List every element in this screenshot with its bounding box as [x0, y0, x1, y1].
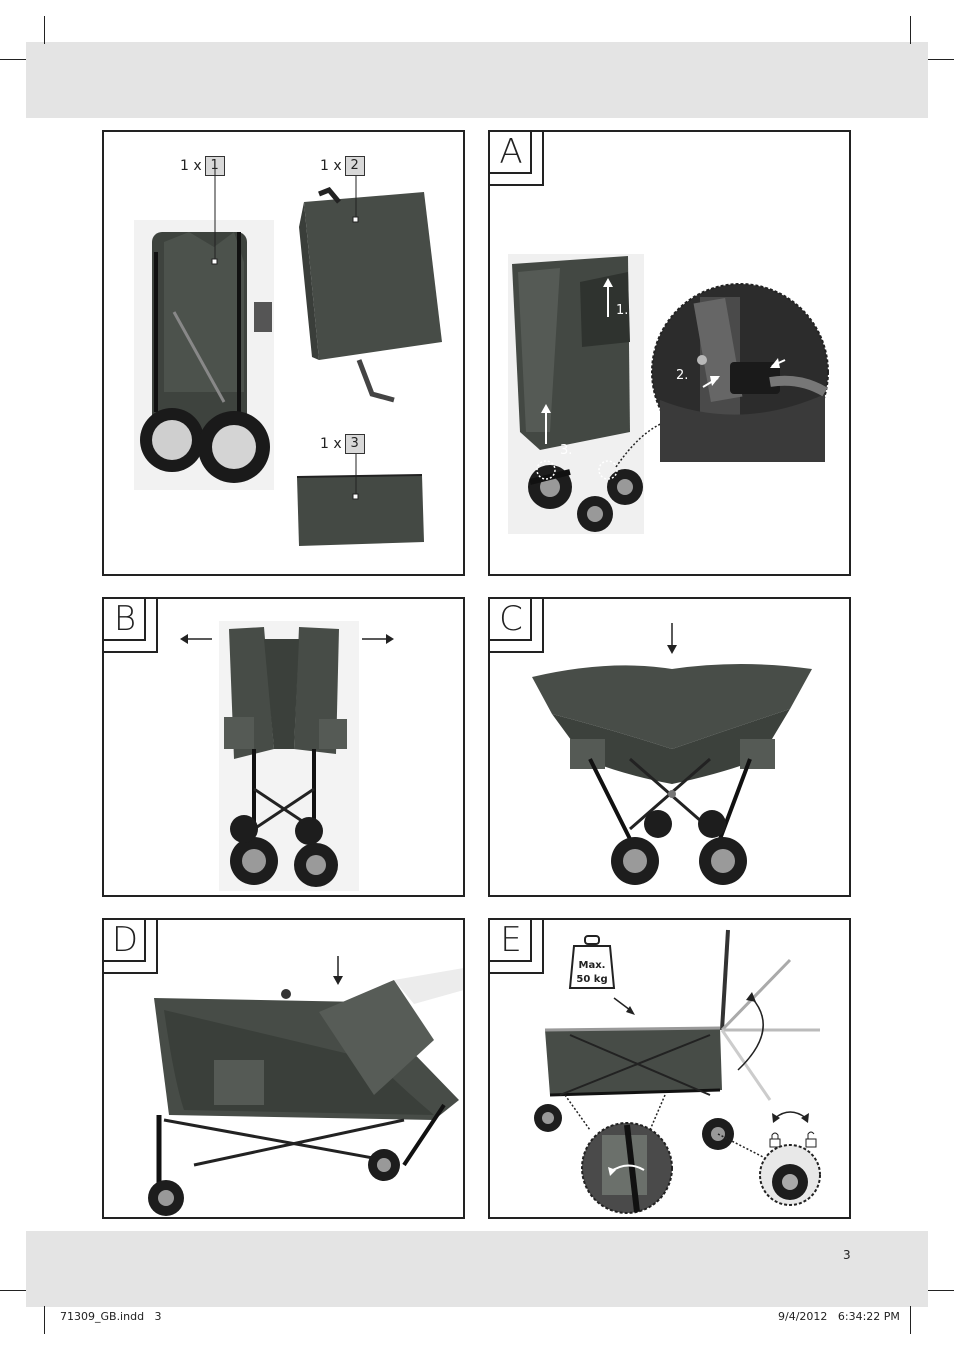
parts-illustration — [134, 162, 442, 546]
storage-bag-image — [299, 176, 442, 403]
folded-wagon-image — [134, 162, 274, 490]
weight-icon: Max. 50 kg — [568, 935, 616, 989]
page-number: 3 — [843, 1248, 851, 1262]
step-3-label: 3. — [560, 443, 572, 458]
panel-c: C — [488, 597, 851, 897]
expanding-wagon-image — [532, 664, 812, 885]
panel-b-tab: B — [104, 599, 158, 653]
footer-band — [26, 1231, 928, 1307]
arrow-icon — [667, 623, 677, 654]
part-number-box: 2 — [344, 156, 365, 176]
parts-panel: 1 x1 1 x2 1 x3 — [102, 130, 465, 576]
inserting-floor-image — [148, 968, 463, 1216]
weight-value-label: 50 kg — [576, 974, 607, 985]
panel-a-illustration: 1. 3. 2. — [508, 254, 829, 534]
footer-file-name: 71309_GB.indd 3 — [60, 1310, 162, 1323]
panel-d-illustration — [148, 956, 463, 1216]
footer-timestamp: 9/4/2012 6:34:22 PM — [778, 1310, 900, 1323]
arrow-icon — [180, 634, 394, 644]
panel-letter: C — [499, 599, 523, 639]
step-2-label: 2. — [676, 368, 688, 383]
crop-mark — [910, 16, 911, 44]
panel-letter: A — [499, 132, 523, 172]
arrow-icon — [613, 997, 635, 1015]
unfolding-wagon-image — [219, 621, 359, 891]
lock-icon — [769, 1132, 781, 1148]
panel-a-tab: A — [490, 132, 544, 186]
panel-e-tab: E — [490, 920, 544, 974]
panel-d: D — [102, 918, 465, 1219]
crop-mark — [0, 1290, 26, 1291]
panel-b: B — [102, 597, 465, 897]
upright-folded-wagon-image — [508, 254, 644, 534]
panel-c-tab: C — [490, 599, 544, 653]
detail-zoom-circle — [615, 283, 829, 468]
panel-e-illustration: Max. 50 kg — [534, 929, 821, 1214]
unlock-icon — [805, 1131, 817, 1148]
panel-letter: B — [113, 599, 137, 639]
panel-b-illustration — [180, 621, 394, 891]
arrow-icon — [333, 956, 343, 985]
cover-image — [296, 454, 424, 546]
crop-mark — [44, 16, 45, 44]
crop-mark — [0, 59, 26, 60]
part-number-box: 3 — [344, 434, 365, 454]
crop-mark — [910, 1306, 911, 1334]
header-band — [26, 42, 928, 118]
panel-c-illustration — [532, 623, 812, 885]
crop-mark — [928, 59, 954, 60]
panel-letter: D — [111, 920, 139, 960]
step-1-label: 1. — [616, 303, 628, 318]
crop-mark — [44, 1306, 45, 1334]
panel-a: 1. 3. 2. A — [488, 130, 851, 576]
panel-d-tab: D — [104, 920, 158, 974]
detail-zoom-circle — [564, 1094, 821, 1214]
arrow-icon — [541, 278, 613, 444]
rotate-arrow-icon — [737, 992, 809, 1123]
panel-letter: E — [500, 920, 522, 960]
panel-e: Max. 50 kg — [488, 918, 851, 1219]
crop-mark — [928, 1290, 954, 1291]
weight-max-label: Max. — [579, 960, 606, 971]
